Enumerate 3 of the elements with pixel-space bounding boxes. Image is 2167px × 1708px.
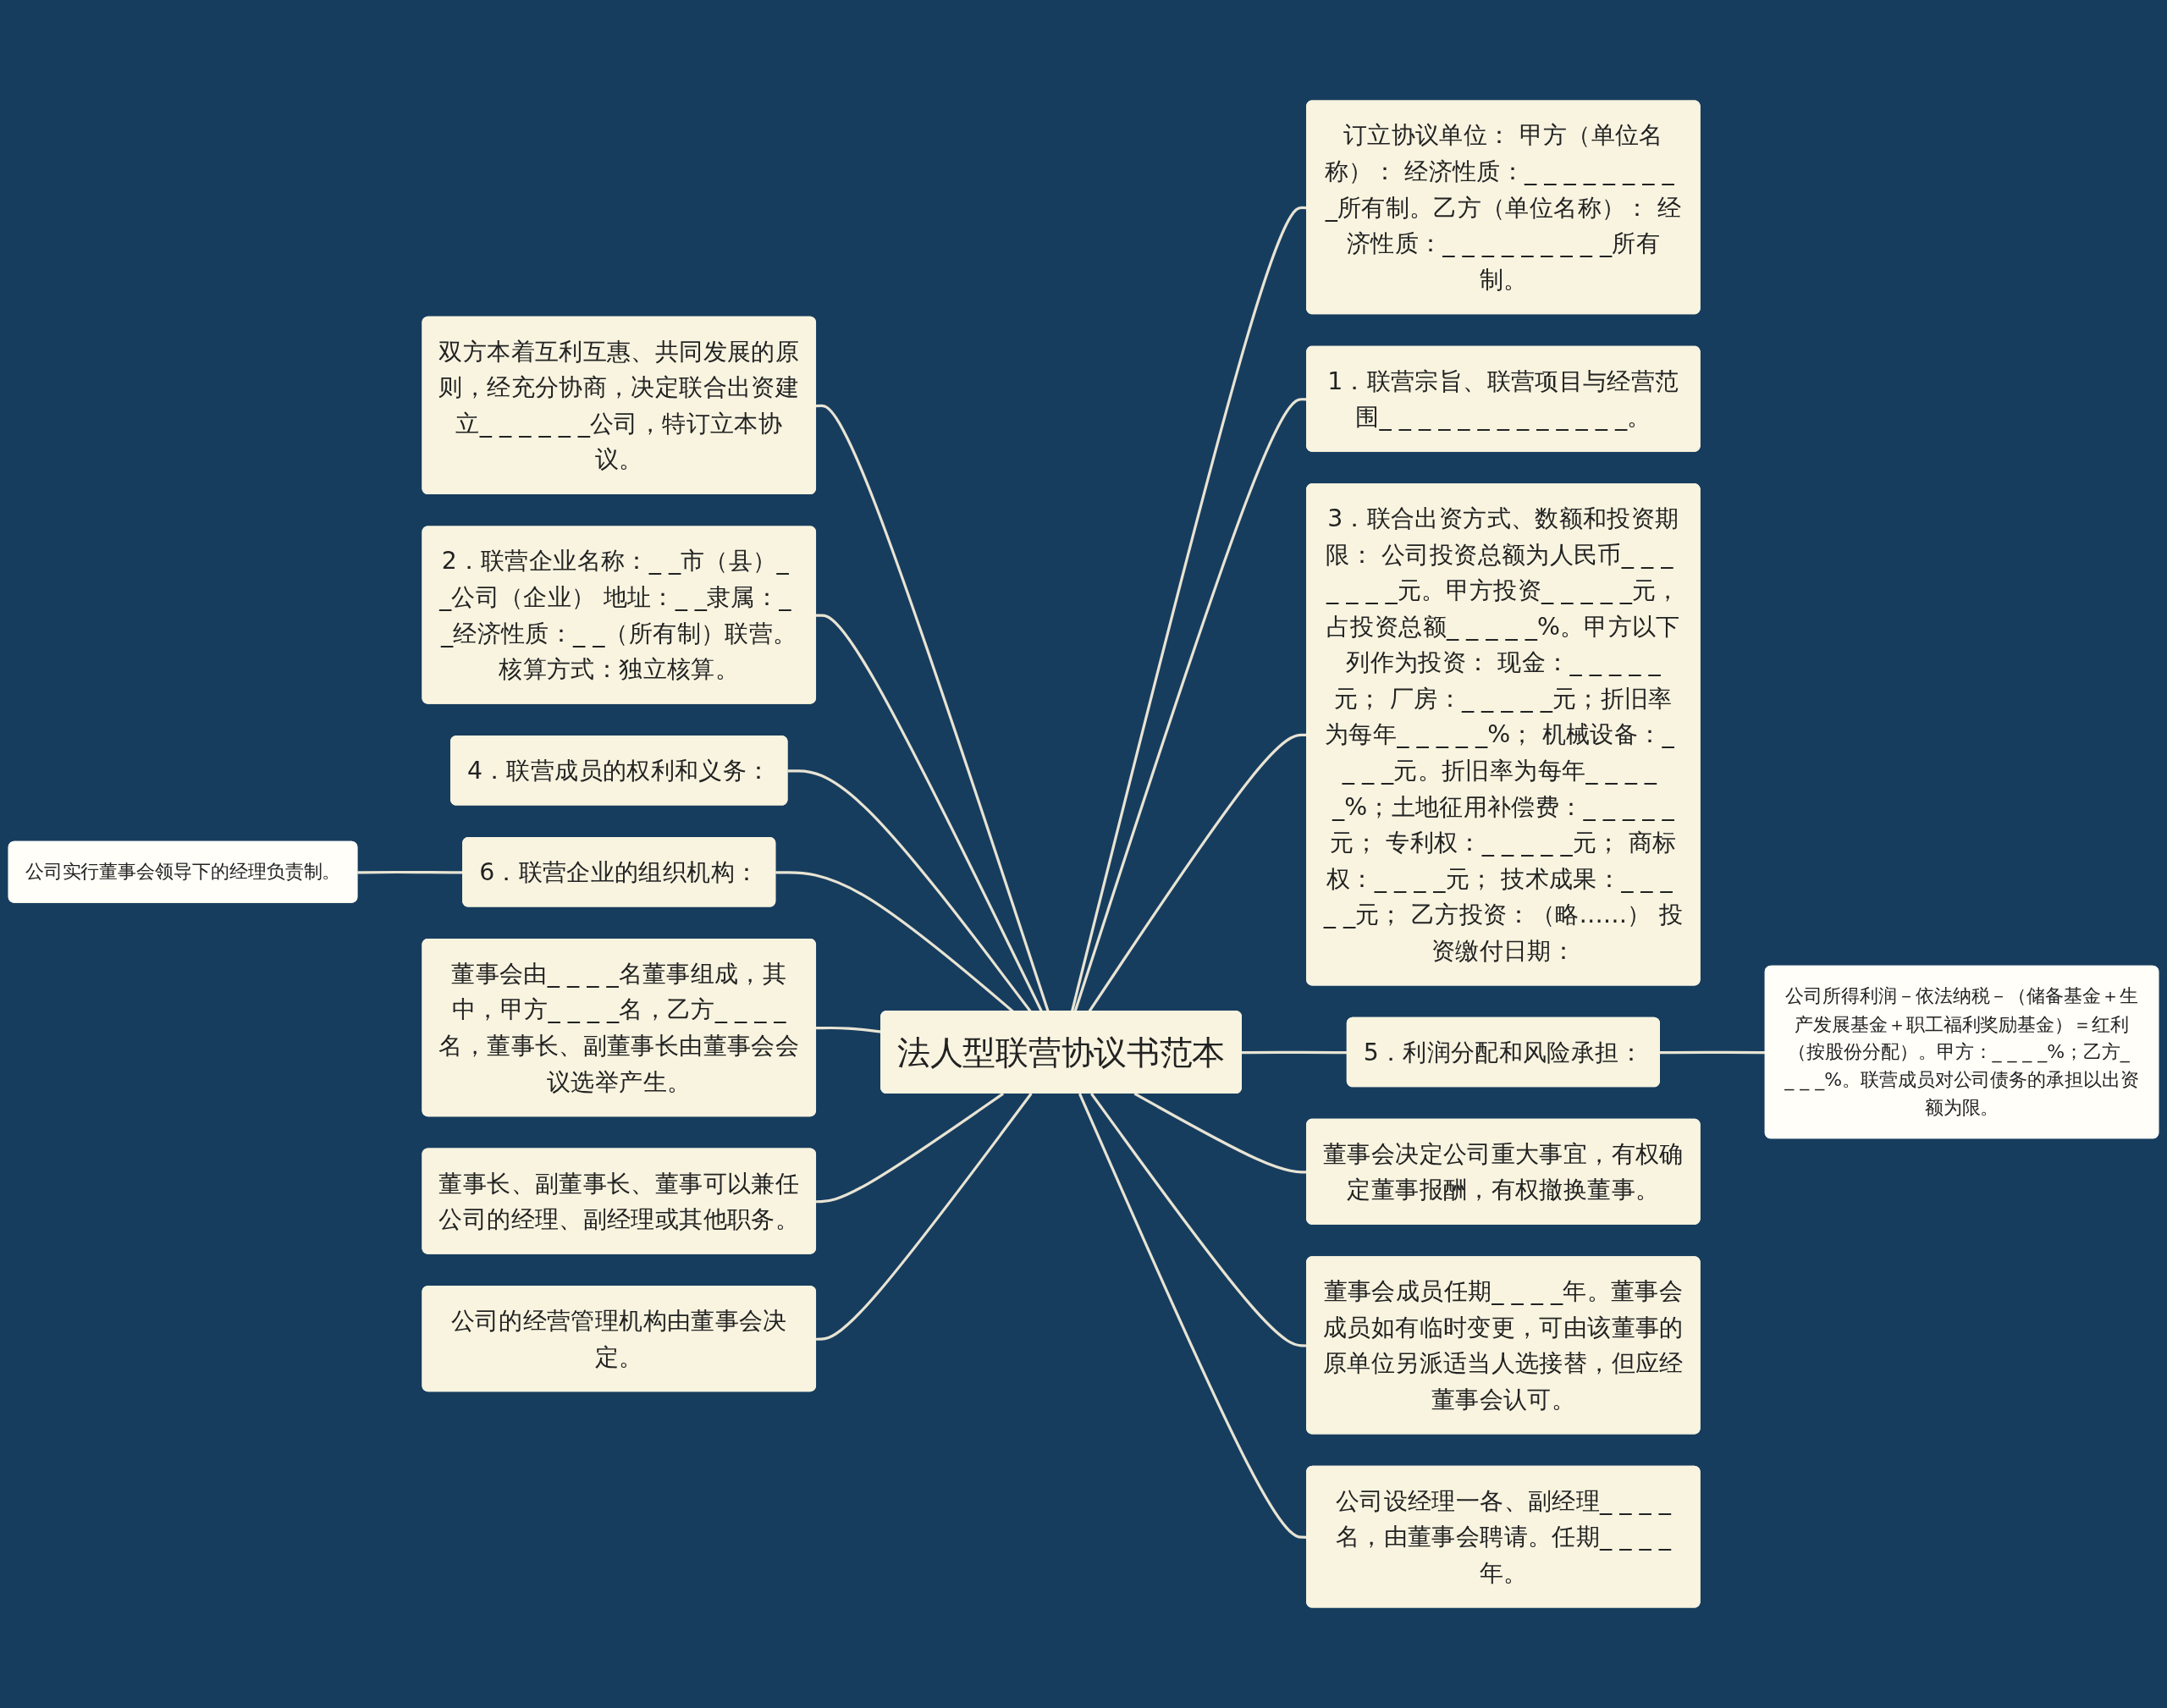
connector [816,1093,1033,1341]
connector [816,404,1050,1012]
connector [816,1092,1005,1204]
